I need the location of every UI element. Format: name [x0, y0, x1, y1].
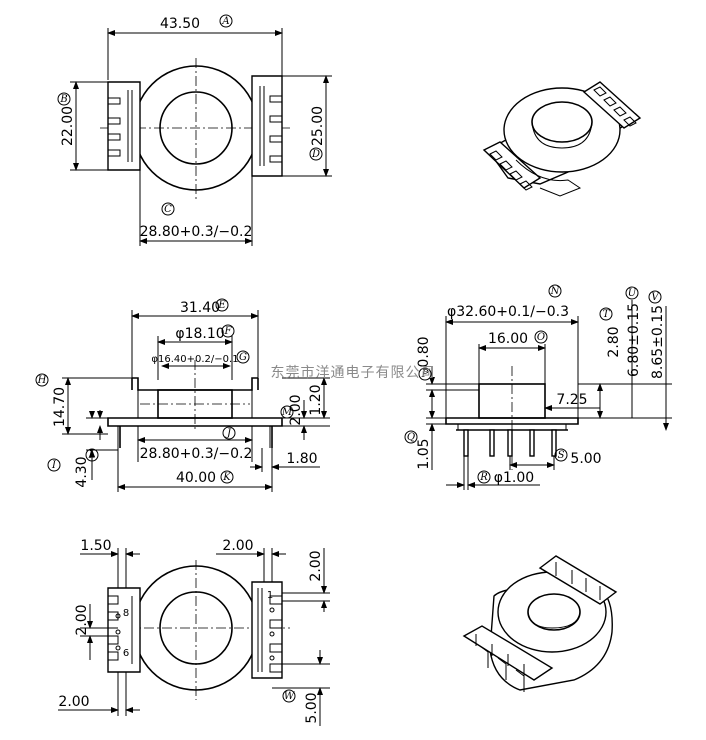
label-p: P	[421, 369, 429, 380]
label-g: G	[239, 352, 247, 363]
front-pin-len-dim: 1.05	[416, 438, 432, 469]
label-f: F	[224, 326, 233, 337]
front-pins	[463, 429, 557, 457]
front-view: φ32.60+0.1/−0.3 N 16.00 O 0.80 P	[404, 284, 672, 490]
front-outer-diameter-dim: φ32.60+0.1/−0.3	[447, 304, 569, 320]
bottom-right-bottom-dim: 5.00	[304, 692, 320, 723]
side-flange-dim: 2.00	[288, 394, 304, 425]
pin-number-8: 8	[123, 608, 129, 619]
label-r: R	[479, 472, 488, 483]
label-s: S	[558, 450, 565, 461]
bottom-pitch-top-dim: 2.00	[222, 538, 253, 554]
bottom-left-bottom-dim: 2.00	[58, 694, 89, 710]
label-c: C	[164, 204, 172, 215]
bottom-pitch-vert-right-dim: 2.00	[308, 550, 324, 581]
pin-number-1: 1	[267, 590, 273, 601]
label-u: U	[628, 288, 637, 299]
label-n: N	[550, 286, 561, 297]
side-total-width-dim: 40.00	[176, 470, 216, 486]
side-flange2-dim: 1.20	[308, 384, 324, 415]
front-h2-dim: 6.80±0.15	[626, 303, 642, 377]
top-width-dim: 43.50	[160, 16, 200, 32]
watermark-text: 东莞市洋通电子有限公司	[271, 364, 436, 381]
top-left-height-dim: 22.00	[60, 106, 76, 146]
front-core-dim: 16.00	[488, 331, 528, 347]
side-pin-len-dim: 4.30	[74, 456, 90, 487]
label-a: A	[221, 16, 229, 27]
top-view: 43.50 A 22.00 B 25.00 D	[57, 14, 332, 246]
bottom-left-offset-dim: 1.50	[80, 538, 111, 554]
side-view: 31.40 E φ18.10 F φ16.40+0.2/−0.1 G	[35, 298, 330, 492]
front-h3-dim: 8.65±0.15	[650, 305, 666, 379]
label-h: H	[37, 375, 47, 386]
front-pin-pitch-dim: 5.00	[570, 451, 601, 467]
label-l: L	[88, 450, 96, 461]
side-pin-offset-dim: 1.80	[286, 451, 317, 467]
label-d: D	[311, 149, 320, 160]
side-height-dim: 14.70	[52, 387, 68, 427]
isometric-view-bottom	[462, 555, 618, 692]
front-thickness-dim: 0.80	[416, 336, 432, 367]
label-w: W	[284, 691, 295, 702]
label-k: K	[222, 472, 231, 483]
label-v: V	[651, 292, 660, 303]
pin-number-6: 6	[123, 648, 129, 659]
label-q: Q	[407, 432, 415, 443]
bottom-view: 1.50 2.00 2.00 8 6 1	[58, 538, 330, 726]
isometric-view-top	[482, 81, 642, 197]
label-m: M	[281, 407, 293, 418]
front-step-dim: 7.25	[556, 392, 587, 408]
top-bottom-width-dim: 28.80+0.3/−0.2	[140, 224, 253, 240]
label-t: T	[603, 309, 611, 320]
front-h1-dim: 2.80	[606, 326, 622, 357]
side-inner-diameter-dim: φ18.10	[175, 326, 224, 342]
label-j: J	[225, 428, 232, 439]
label-o: O	[537, 332, 545, 343]
side-bore-dim: φ16.40+0.2/−0.1	[151, 354, 238, 365]
label-i: I	[51, 460, 57, 471]
top-right-height-dim: 25.00	[310, 106, 326, 146]
label-e: E	[217, 300, 226, 311]
side-base-width-dim: 28.80+0.3/−0.2	[140, 446, 253, 462]
label-b: B	[59, 94, 67, 105]
side-top-width-dim: 31.40	[180, 300, 220, 316]
bottom-pitch-left-dim: 2.00	[74, 604, 90, 635]
front-pin-diameter-dim: φ1.00	[494, 470, 534, 486]
